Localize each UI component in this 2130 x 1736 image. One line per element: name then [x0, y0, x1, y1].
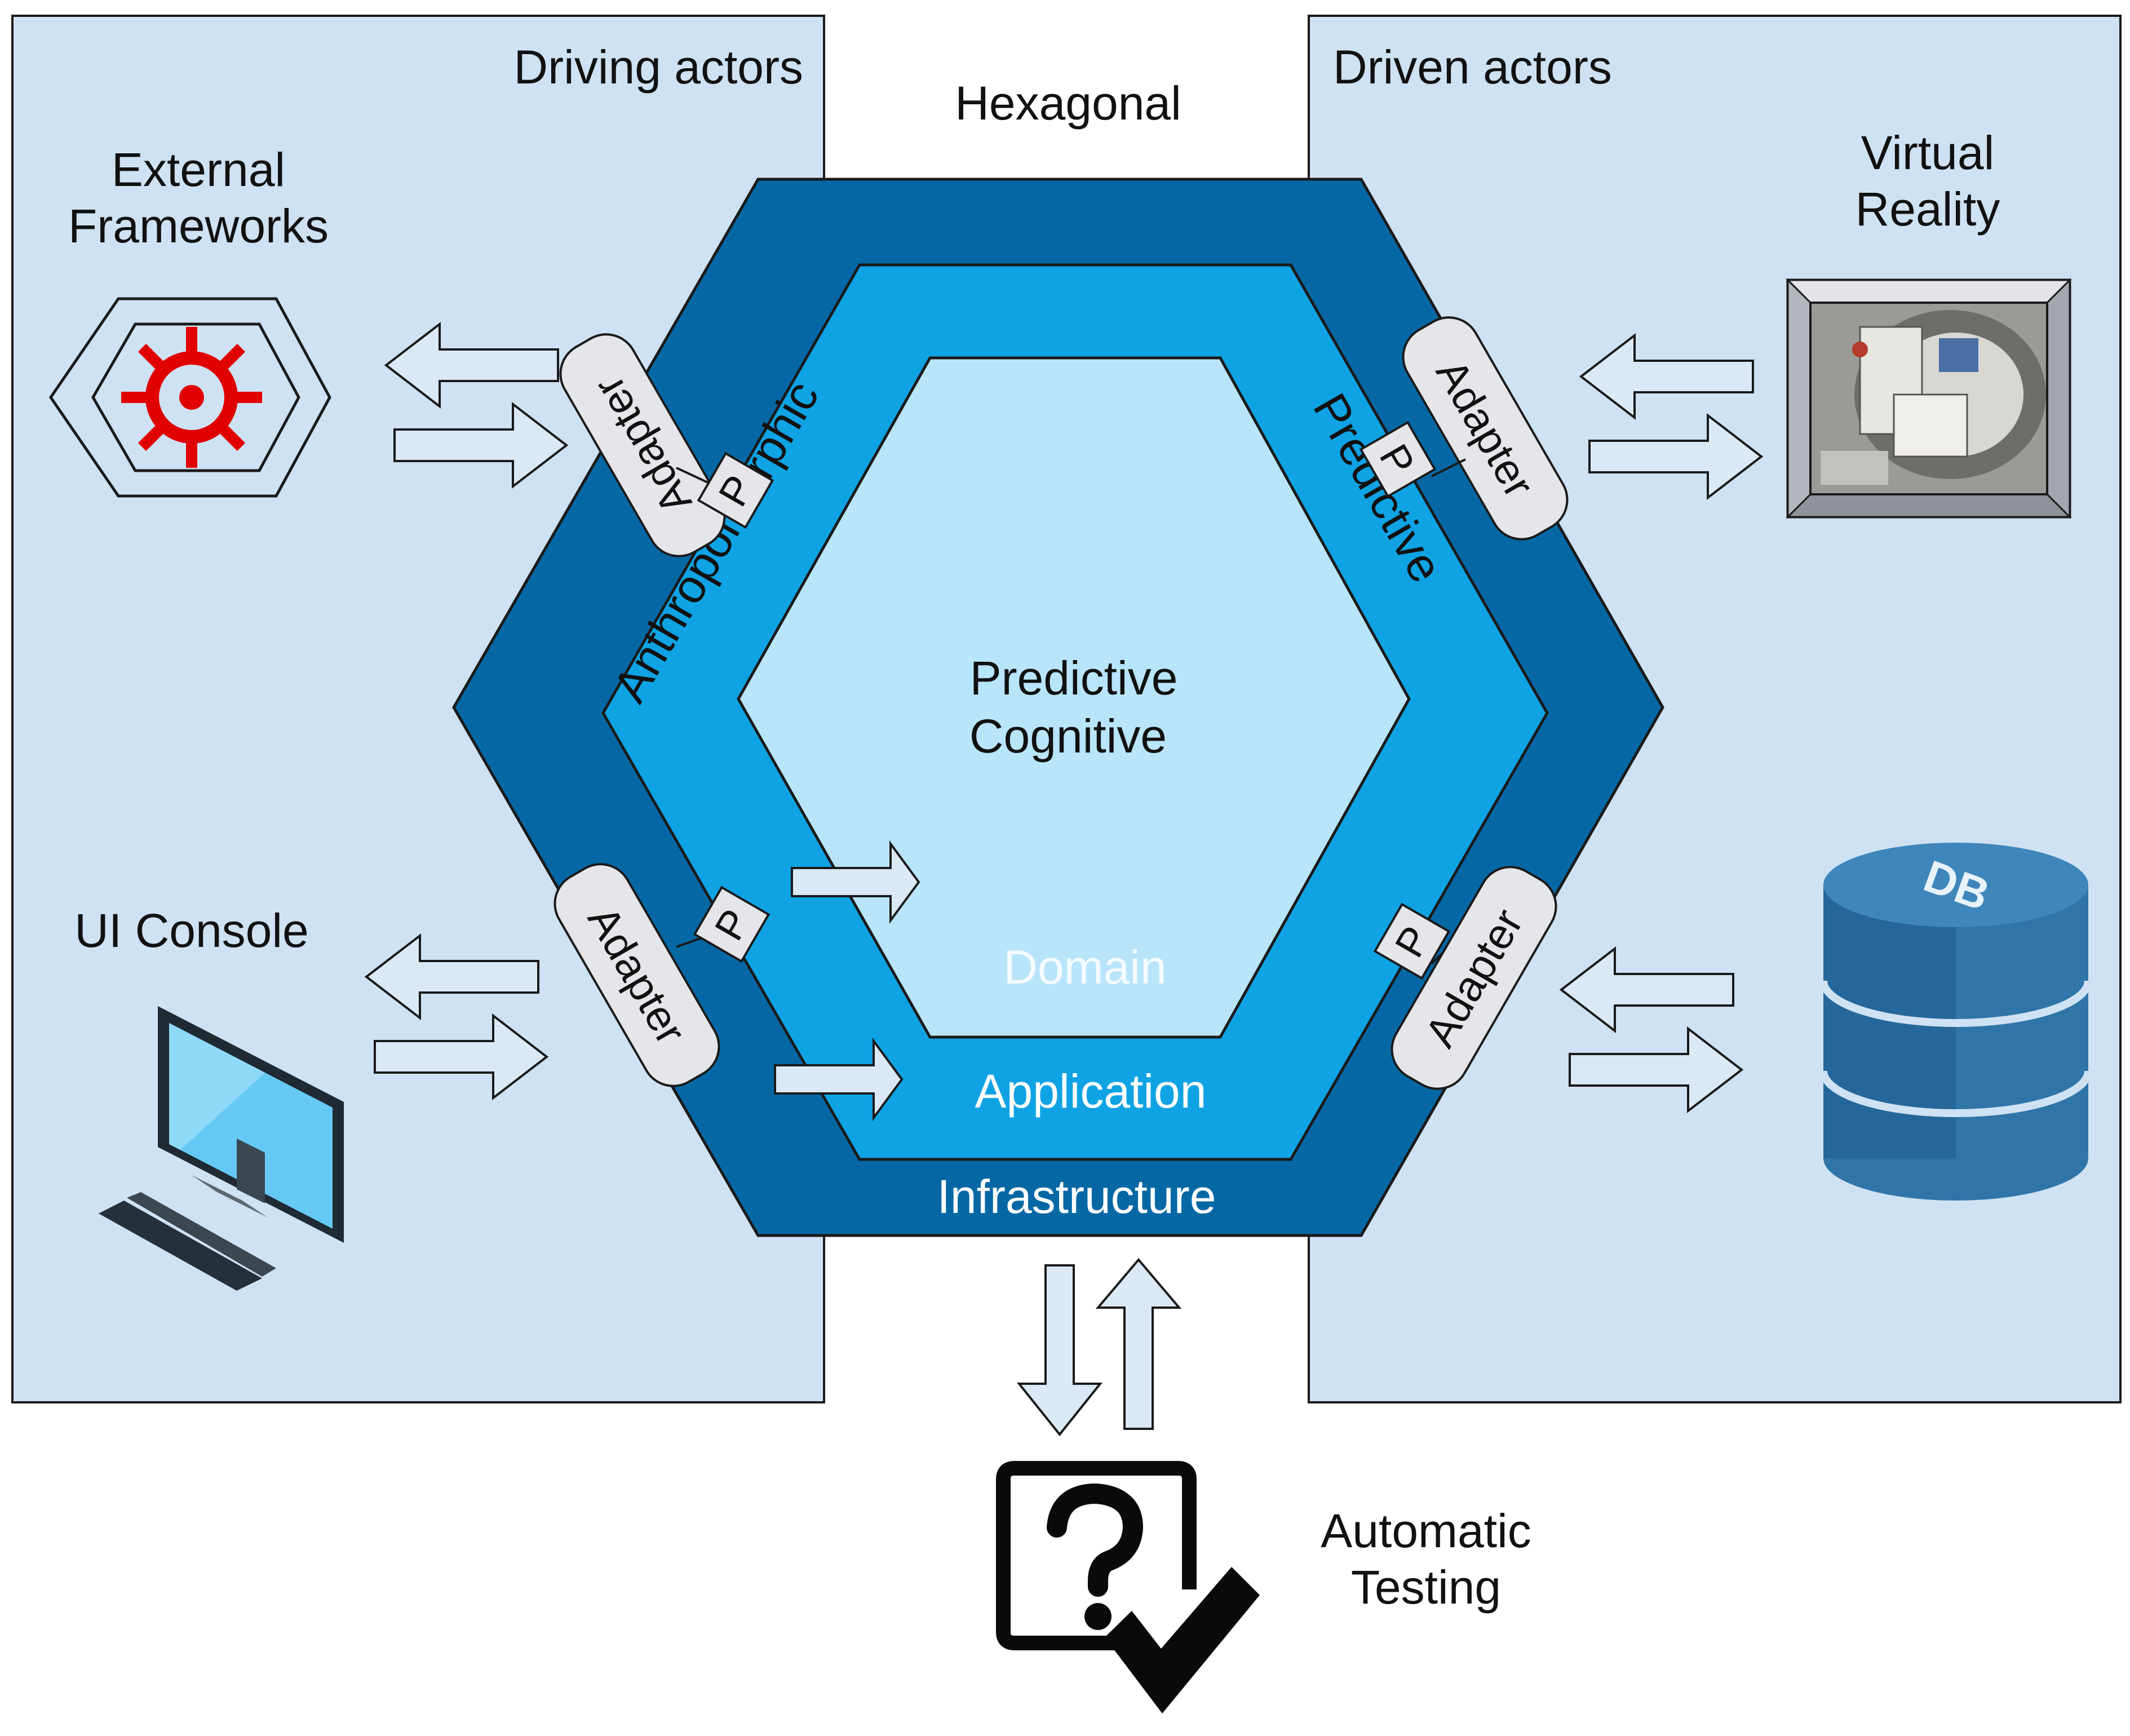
arrow-port-to-domain	[791, 840, 920, 924]
domain-title-line1: Predictive	[970, 652, 1178, 705]
automatic-testing-label-line2: Testing	[1351, 1561, 1501, 1614]
gear-hexagon-icon	[48, 297, 331, 498]
arrow-to-vr-right	[1588, 413, 1764, 501]
port-bottom-right: P	[1373, 902, 1451, 980]
external-frameworks-label-line2: Frameworks	[68, 200, 329, 253]
arrow-to-frameworks	[384, 321, 559, 409]
arrow-to-vr-left	[1579, 333, 1754, 420]
port-top-right-link	[1431, 458, 1466, 477]
arrow-down-to-testing	[1016, 1264, 1103, 1437]
virtual-reality-label-line2: Reality	[1856, 183, 2000, 236]
arrow-port-to-application	[774, 1037, 904, 1122]
arrow-from-console	[374, 1013, 549, 1101]
ui-console-label: UI Console	[74, 904, 309, 957]
question-check-icon	[996, 1461, 1260, 1713]
arrow-up-from-testing	[1095, 1257, 1182, 1430]
vr-scene-icon	[1786, 278, 2072, 519]
arrow-to-console	[364, 933, 539, 1021]
port-bottom-right-link	[1431, 951, 1444, 965]
monitor-icon	[99, 1006, 344, 1291]
arrow-from-db	[1559, 946, 1734, 1034]
driven-actors-label: Driven actors	[1333, 41, 1612, 94]
port-bottom-left: P	[693, 885, 770, 963]
database-icon: DB	[1819, 843, 2092, 1201]
arrow-from-frameworks	[393, 401, 569, 489]
domain-title-line2: Cognitive	[969, 710, 1167, 763]
automatic-testing-label-line1: Automatic	[1321, 1504, 1531, 1557]
infrastructure-label: Infrastructure	[937, 1170, 1216, 1223]
port-top-right: P	[1359, 420, 1437, 498]
diagram-title: Hexagonal	[955, 77, 1181, 130]
arrow-to-db	[1569, 1026, 1744, 1114]
virtual-reality-label-line1: Virtual	[1861, 126, 1995, 179]
application-label: Application	[975, 1065, 1207, 1118]
port-top-left: P	[697, 451, 774, 529]
driving-actors-label: Driving actors	[514, 41, 803, 94]
external-frameworks-label-line1: External	[112, 143, 285, 196]
domain-label: Domain	[1003, 941, 1166, 994]
